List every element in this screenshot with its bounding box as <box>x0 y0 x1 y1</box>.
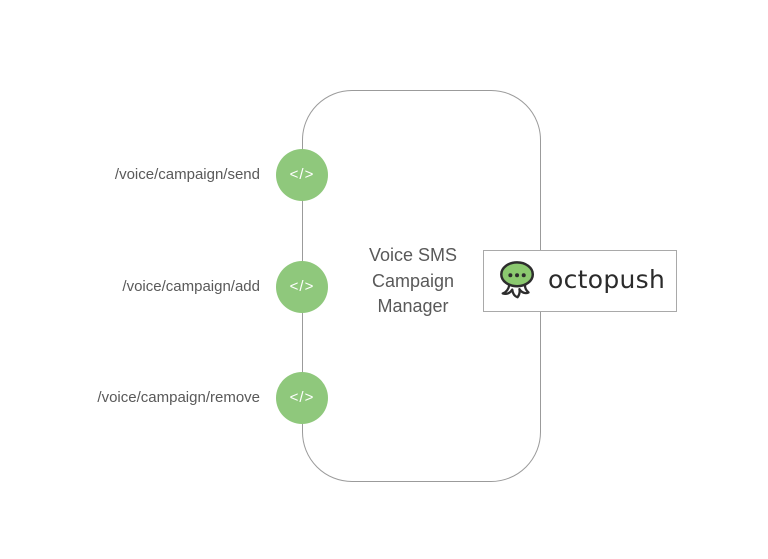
code-icon: </> <box>289 388 315 406</box>
endpoint-label-add: /voice/campaign/add <box>122 278 260 295</box>
octopush-logo-box: octopush <box>483 250 677 312</box>
octopush-wordmark: octopush <box>548 264 666 294</box>
endpoint-label-remove: /voice/campaign/remove <box>97 389 260 406</box>
endpoint-label-send: /voice/campaign/send <box>114 166 260 183</box>
octopus-speech-bubble-icon <box>500 261 535 299</box>
code-icon: </> <box>289 165 315 183</box>
code-icon: </> <box>289 277 315 295</box>
service-title: Voice SMS Campaign Manager <box>368 245 458 316</box>
endpoint-node-remove: </> <box>276 372 328 424</box>
endpoint-node-send: </> <box>276 149 328 201</box>
endpoint-node-add: </> <box>276 261 328 313</box>
